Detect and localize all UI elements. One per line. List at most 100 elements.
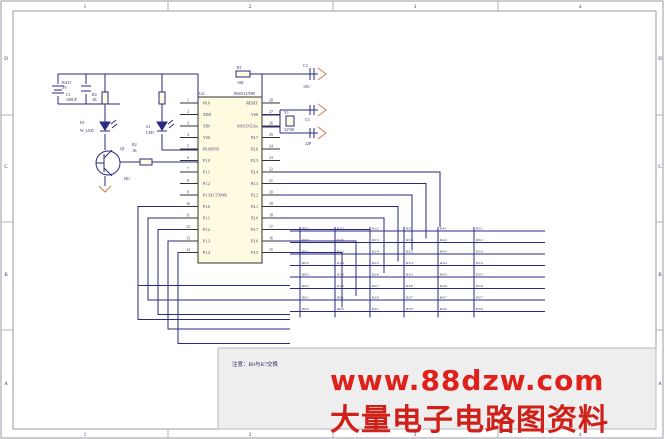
ic-pin-number: 5 [187,145,189,149]
ic-pin-label: XOUT/CLKo [237,125,258,129]
matrix-cell-label: R0/7 [302,227,309,231]
matrix-cell-label: R0/1 [337,296,344,300]
bus-wire [147,217,290,301]
ic-pin-number: 1 [187,99,189,103]
bus-wire [167,240,290,330]
ic-pin-number: 16 [269,237,273,241]
d1-name: W_LED [80,128,94,133]
ic-pin-number: 14 [186,248,190,252]
matrix-cell-label: R1/6 [337,238,344,242]
frame-col-label: 3 [414,5,417,10]
ic-ref: U2 [199,91,205,96]
matrix-cell-label: R0/5 [302,250,309,254]
ic-pin-label: P2.2 [251,194,258,198]
ic-pin-number: 25 [269,133,273,137]
matrix-cell-label: R4/5 [440,273,447,277]
title-block [217,347,657,430]
q1-label: Q1 [120,146,125,151]
matrix-cell-label: R0/2 [302,284,309,288]
bus-wire [280,194,413,250]
r4-value: 1K [92,97,97,102]
ic-pin-label: P1.3/LCTXWK [203,194,227,198]
ic-pin-number: 20 [269,191,273,195]
matrix-cell-label: R3/3 [406,250,413,254]
matrix-cell-label: R0/1 [302,296,309,300]
ic-pin-number: 23 [269,156,273,160]
ic-pin-label: XIN [203,125,210,129]
ic-pin-label: P1.2 [203,182,210,186]
ic-pin-number: 27 [269,110,273,114]
c2-value: 10U [303,84,310,89]
matrix-cell-label: R2/6 [372,273,379,277]
frame-row-label: A [658,382,662,387]
ic-pin-number: 8 [187,179,189,183]
matrix-cell-label: R2/7 [372,284,379,288]
matrix-cell-label: R5/1 [476,227,483,231]
r4-label: R4 [92,92,97,97]
matrix-cell-label: R4/3 [440,250,447,254]
ic-pin-label: P2.6 [251,148,258,152]
ic-pin-label: P1.4 [203,251,210,255]
matrix-cell-label: R5/6 [476,284,483,288]
matrix-cell-label: R2/5 [372,261,379,265]
ic-pin-label: P2.0 [251,217,258,221]
matrix-cell-label: R5/2 [476,238,483,242]
bus-wire [280,240,357,296]
ic-pin-number: 3 [187,122,189,126]
frame-col-label: 1 [84,433,87,438]
matrix-cell-label: R2/2 [372,227,379,231]
bus-wire [177,252,290,344]
ic-pin-number: 6 [187,156,189,160]
frame-col-label: 4 [579,433,582,438]
matrix-cell-label: R4/7 [440,296,447,300]
ic-pin-label: RESET [246,102,258,106]
bus-wire [280,171,441,227]
ic-pin-label: P1.1 [203,171,210,175]
matrix-cell-label: R3/4 [406,261,413,265]
ic-pin-number: 18 [269,214,273,218]
matrix-cell-label: R1/3 [337,273,344,277]
matrix-cell-label: R5/4 [476,261,483,265]
ic-pin-number: 28 [269,99,273,103]
matrix-cell-label: R1/4 [337,261,344,265]
frame-col-label: 2 [249,5,252,10]
ic-pin-label: P1.1 [203,217,210,221]
ic-pin-number: 19 [269,202,273,206]
matrix-cell-label: R3/0 [406,307,413,311]
ic-pin-label: P3.6 [251,240,258,244]
matrix-cell-label: R3/7 [406,296,413,300]
ic-pin-number: 10 [186,202,190,206]
ic-pin-label: P1.6 [203,205,210,209]
ic-pin-number: 4 [187,133,189,137]
ic-pin-label: P2.7 [251,136,258,140]
matrix-cell-label: R4/4 [440,261,447,265]
ic-pin-number: 15 [269,248,273,252]
matrix-cell-label: R2/1 [372,307,379,311]
r2-value: 1K [132,148,137,153]
ic-pin-number: 24 [269,145,273,149]
ic-pin-number: 9 [187,191,189,195]
bus-wire [137,206,290,320]
frame-row-label: D [658,57,662,62]
d1-label: D1 [80,120,85,125]
matrix-cell-label: R4/6 [440,284,447,288]
ic-pin-label: P3.5 [251,251,258,255]
ic-pin-number: 7 [187,168,189,172]
ic-pin-label: P2.5 [251,159,258,163]
ic-pin-number: 12 [186,225,190,229]
c1-label: C1 [66,92,71,97]
matrix-cell-label: R1/7 [337,227,344,231]
led-name: LED [146,130,154,135]
component-labels: BAT13VC1100UFR41KD1W_LEDQ1R21KIR1S1LEDR1… [62,63,312,181]
bus-wire [157,229,290,315]
ic-pin-label: VSS [203,136,210,140]
xtal-value: 32768 [284,127,294,132]
matrix-cell-label: R2/3 [372,238,379,242]
matrix-cell-label: R4/2 [440,238,447,242]
ic-pin-number: 17 [269,225,273,229]
frame-col-label: 2 [249,433,252,438]
